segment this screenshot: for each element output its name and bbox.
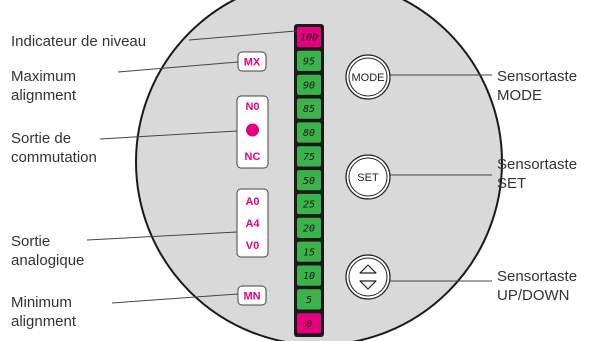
max-alignment-indicator [237, 51, 267, 72]
level-segment [297, 170, 321, 191]
label-max-alignment: Maximum alignment [11, 67, 76, 105]
label-set-key-line2: SET [497, 175, 527, 192]
level-segment [297, 122, 321, 143]
label-mode-key-line1: Sensortaste [497, 68, 578, 85]
label-mode-key-line2: MODE [497, 87, 542, 104]
level-segment [297, 313, 321, 334]
label-set-key: Sensortaste SET [497, 155, 577, 193]
label-updown-key-line1: Sensortaste [497, 268, 578, 285]
level-segment-label: 90 [303, 80, 315, 91]
label-min-alignment-line1: Minimum [11, 294, 72, 311]
analog-output-a0-tag: A0 [245, 196, 259, 208]
level-segment-label: 85 [303, 104, 315, 115]
switch-output-nc-tag: NC [245, 151, 261, 163]
label-switch-output-line1: Sortie de [11, 130, 72, 147]
level-segment [297, 98, 321, 119]
analog-output-indicator [236, 188, 269, 258]
label-switch-output: Sortie de commutation [11, 129, 97, 167]
label-switch-output-line2: commutation [11, 149, 97, 166]
min-alignment-tag: MN [243, 291, 260, 303]
leader-switch-output [99, 130, 238, 140]
level-segment-label: 5 [306, 295, 312, 306]
level-segment-label: 80 [303, 128, 315, 139]
label-min-alignment-line2: alignment [11, 313, 77, 330]
level-segment [297, 241, 321, 262]
label-mode-key: Sensortaste MODE [497, 67, 577, 105]
level-segment [297, 193, 321, 215]
label-updown-key-line2: UP/DOWN [497, 287, 570, 304]
level-segment-label: 25 [303, 200, 315, 211]
leader-analog-output [86, 231, 238, 241]
label-set-key-line1: Sensortaste [497, 156, 578, 173]
level-segment-label: 10 [303, 271, 315, 282]
analog-output-a4-tag: A4 [245, 218, 260, 230]
mode-button-label: MODE [352, 72, 385, 84]
level-segment-label: 15 [303, 247, 315, 258]
set-button-label: SET [357, 172, 379, 184]
level-segment-label: 0 [306, 319, 312, 330]
level-segment [297, 265, 321, 286]
up-arrow-icon [359, 264, 377, 274]
level-segment [297, 74, 321, 95]
level-segment-label: 75 [303, 152, 315, 163]
label-analog-output-line2: analogique [11, 252, 85, 269]
level-segment [297, 217, 321, 238]
switch-output-no-tag: N0 [245, 101, 259, 113]
level-segment [297, 27, 321, 48]
mode-button[interactable]: MODE [345, 54, 391, 100]
leader-level-indicator [188, 30, 297, 41]
level-segment-label: 100 [300, 33, 318, 44]
level-segment-label: 20 [303, 224, 315, 235]
down-arrow-icon [359, 280, 377, 290]
min-alignment-indicator [237, 285, 267, 306]
switch-output-led [246, 123, 259, 137]
level-segment [297, 146, 321, 167]
level-segment [297, 289, 321, 310]
level-segment-label: 50 [303, 176, 315, 187]
leader-min-alignment [111, 293, 239, 304]
max-alignment-tag: MX [244, 57, 261, 69]
label-min-alignment: Minimum alignment [11, 293, 76, 331]
level-segment-label: 95 [303, 57, 315, 68]
label-analog-output: Sortie analogique [11, 232, 84, 270]
level-segment [297, 50, 321, 71]
up-down-button[interactable] [345, 254, 391, 300]
label-analog-output-line1: Sortie [11, 233, 51, 250]
leader-max-alignment [117, 61, 239, 73]
set-button[interactable]: SET [345, 154, 391, 200]
analog-output-v0-tag: V0 [246, 240, 259, 252]
label-max-alignment-line2: alignment [11, 87, 77, 104]
label-updown-key: Sensortaste UP/DOWN [497, 267, 577, 305]
label-max-alignment-line1: Maximum [11, 68, 77, 85]
label-level-indicator: Indicateur de niveau [11, 33, 147, 50]
